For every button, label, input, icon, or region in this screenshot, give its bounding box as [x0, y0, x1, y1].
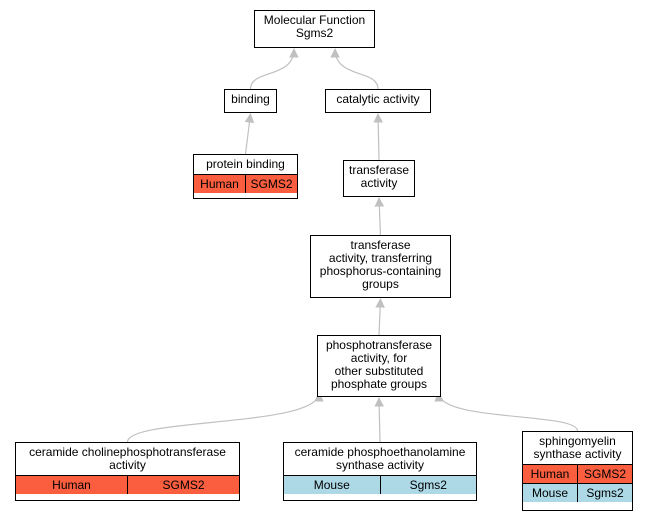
node-label-line: synthase activity [335, 458, 425, 472]
node-label-line: phosphorus-containing [319, 264, 442, 278]
species-cell: Human [16, 476, 127, 494]
node-label: catalytic activity [326, 90, 430, 109]
node-binding[interactable]: binding [224, 89, 277, 113]
node-label-line: transferase [348, 163, 410, 177]
edge-sphingomyelin-to-phosphotransferase [434, 392, 579, 432]
node-label-line: ceramide phosphoethanolamine [294, 445, 466, 459]
node-label-line: Sgms2 [295, 26, 334, 40]
species-cell: Mouse [523, 484, 577, 502]
edge-ceramide-choline-to-phosphotransferase [126, 392, 324, 443]
node-label-line: activity, transferring [328, 251, 433, 265]
edge-binding-to-root [249, 48, 299, 90]
edge-catalytic-to-root [330, 48, 379, 90]
gene-cell: SGMS2 [245, 175, 297, 193]
node-label-line: phosphotransferase [325, 338, 433, 352]
species-cell: Mouse [284, 476, 380, 494]
species-cell: Human [523, 465, 577, 483]
edge-ceramide-ethanolamine-to-phosphotransferase [374, 397, 384, 443]
gene-cell: Sgms2 [577, 484, 632, 502]
node-catalytic[interactable]: catalytic activity [325, 89, 431, 113]
gene-cell: SGMS2 [127, 476, 239, 494]
node-label-line: activity [360, 176, 398, 190]
gene-cell: Sgms2 [379, 476, 476, 494]
node-label-line: protein binding [206, 157, 285, 171]
edge-transferase-p-to-transferase [374, 197, 385, 236]
node-label-line: sphingomyelin [539, 434, 616, 448]
gene-cell: SGMS2 [577, 465, 632, 483]
node-label-line: binding [231, 92, 270, 106]
node-label-line: ceramide cholinephosphotransferase [29, 445, 226, 459]
node-label-line: groups [362, 277, 399, 291]
edge-phosphotransferase-to-transferase-p [375, 298, 385, 336]
node-label-line: catalytic activity [336, 92, 420, 106]
node-label-line: synthase activity [533, 447, 622, 461]
node-label: binding [225, 90, 276, 109]
node-label-line: Molecular Function [263, 13, 366, 27]
node-label: protein binding [194, 155, 297, 174]
edge-transferase-to-catalytic [373, 113, 383, 161]
node-label-line: other substituted [334, 364, 424, 378]
edge-protein-binding-to-binding [244, 113, 255, 155]
node-label-line: activity [109, 458, 146, 472]
node-label-line: transferase [350, 238, 411, 252]
node-label-line: activity, for [350, 351, 408, 365]
node-label-line: phosphate groups [330, 377, 428, 391]
species-cell: Human [194, 175, 245, 193]
